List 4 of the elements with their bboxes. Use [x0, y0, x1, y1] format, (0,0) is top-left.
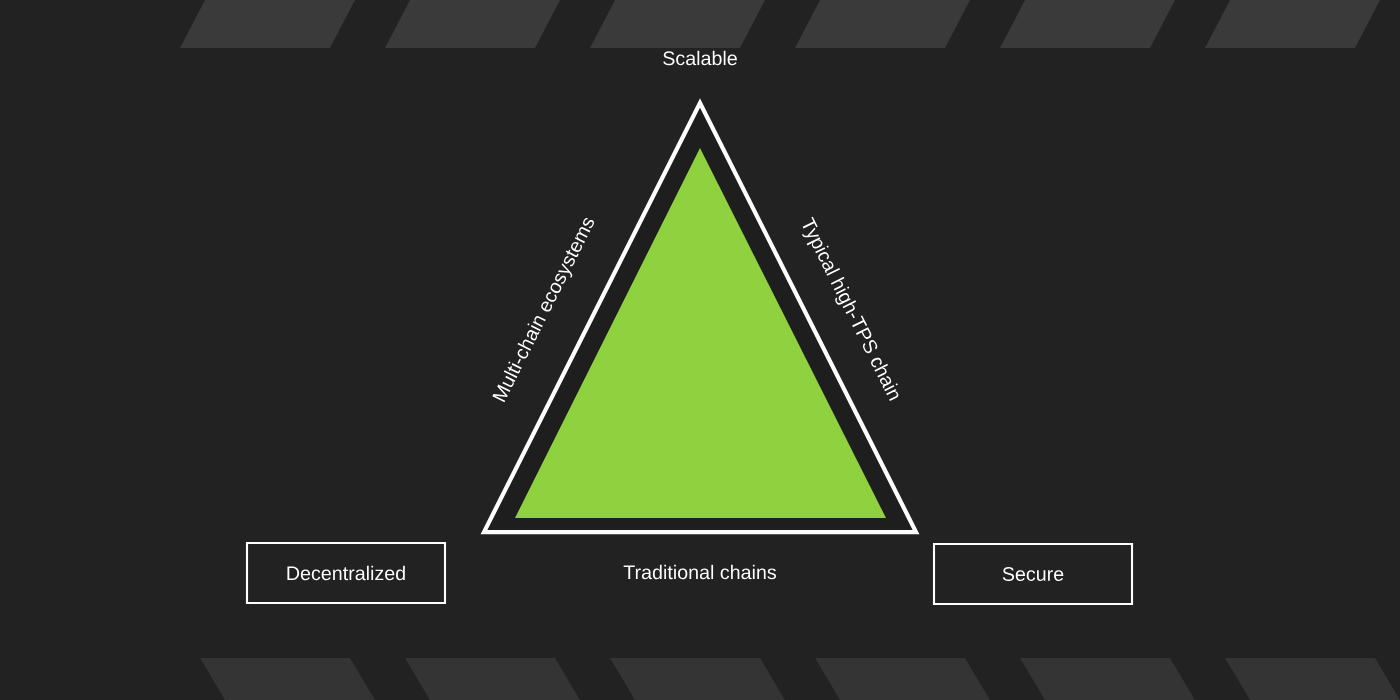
label-box: Secure [932, 542, 1134, 606]
side-label: Scalable [663, 50, 737, 66]
side-label: Traditional chains [623, 564, 777, 580]
label-box: Decentralized [245, 541, 447, 605]
